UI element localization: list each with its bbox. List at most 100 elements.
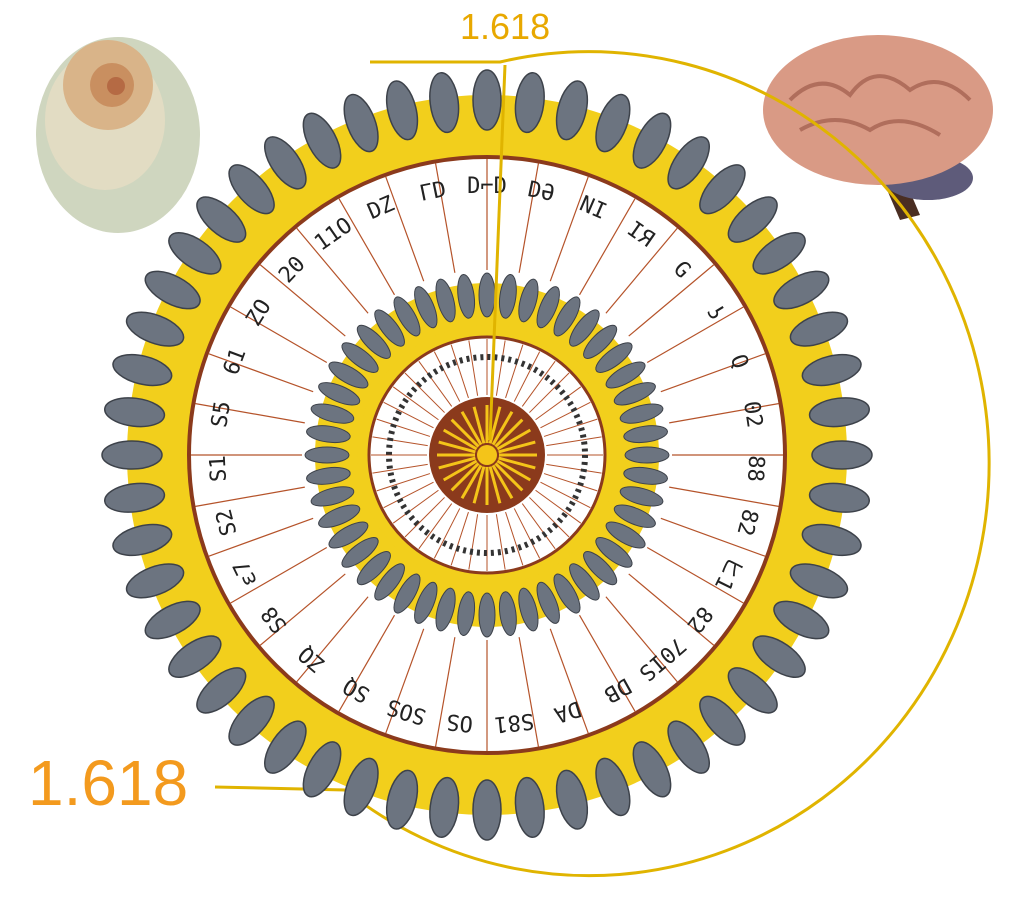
inner-spoke <box>383 481 434 509</box>
sun-ray <box>491 464 514 500</box>
sun-ray <box>488 466 502 504</box>
spoke <box>338 198 396 296</box>
inner-spoke <box>468 340 479 396</box>
inner-tooth <box>328 521 369 549</box>
ring-label: 88 <box>742 455 768 483</box>
outer-tooth <box>125 311 185 347</box>
sun-ray <box>498 456 536 470</box>
spoke <box>660 353 766 393</box>
outer-tooth <box>667 136 710 190</box>
spoke <box>385 176 425 282</box>
outer-tooth <box>699 164 746 215</box>
outer-tooth <box>429 776 460 838</box>
spoke <box>605 227 678 314</box>
outer-tooth <box>555 80 589 141</box>
inner-tooth <box>306 466 351 485</box>
inner-spoke <box>529 497 570 538</box>
spoke <box>435 637 456 747</box>
outer-tooth <box>228 695 275 746</box>
inner-spoke <box>404 497 445 538</box>
outer-tooth <box>773 270 830 310</box>
inner-tooth <box>304 446 350 464</box>
sun-ray <box>460 464 483 500</box>
inner-tooth <box>619 403 664 424</box>
inner-tooth <box>613 504 656 528</box>
inner-tooth <box>356 324 391 359</box>
sun-ray <box>460 410 483 446</box>
spoke <box>195 403 305 424</box>
inner-tooth <box>583 551 618 586</box>
outer-tooth <box>789 311 849 347</box>
outer-tooth <box>385 769 419 830</box>
inner-tooth <box>414 286 438 329</box>
spoke <box>259 264 346 337</box>
sun-ray <box>491 410 514 446</box>
outer-tooth <box>555 769 589 830</box>
spoke <box>549 628 589 734</box>
inner-spoke <box>529 372 570 413</box>
outer-tooth <box>343 93 379 153</box>
outer-tooth <box>752 232 806 275</box>
outer-tooth <box>104 482 166 513</box>
inner-spoke <box>540 401 591 429</box>
ring-label: S1 <box>206 455 232 483</box>
inner-tooth <box>328 361 369 389</box>
outer-tooth <box>302 741 342 798</box>
outer-tooth <box>343 757 379 817</box>
inner-spoke <box>495 340 506 396</box>
inner-tooth <box>553 296 581 337</box>
outer-tooth <box>808 397 870 428</box>
outer-tooth <box>264 136 307 190</box>
spoke <box>208 353 314 393</box>
outer-tooth <box>811 440 873 470</box>
inner-tooth <box>623 466 668 485</box>
inner-tooth <box>613 382 656 406</box>
spoke <box>628 573 715 646</box>
spoke <box>230 306 328 364</box>
inner-spoke <box>513 351 541 402</box>
inner-spoke <box>505 511 524 566</box>
brain-icon <box>763 35 993 220</box>
spoke <box>385 628 425 734</box>
inner-spoke <box>543 473 598 492</box>
sun-ray <box>438 456 476 470</box>
outer-tooth <box>472 779 502 841</box>
spoke <box>208 517 314 557</box>
outer-tooth <box>773 600 830 640</box>
inner-tick-ring <box>386 354 588 556</box>
inner-spoke <box>513 508 541 559</box>
inner-tooth <box>457 591 476 636</box>
outer-tooth <box>699 695 746 746</box>
inner-tooth <box>623 425 668 444</box>
sun-ray <box>472 406 486 444</box>
outer-tooth <box>112 523 173 557</box>
golden-vertical-line <box>488 64 507 441</box>
sun-ray <box>488 406 502 444</box>
spoke <box>435 163 456 273</box>
inner-tooth <box>457 274 476 319</box>
inner-tooth <box>605 361 646 389</box>
inner-tooth <box>498 591 517 636</box>
spoke <box>669 403 779 424</box>
outer-tooth <box>632 741 672 798</box>
inner-spoke <box>450 511 469 566</box>
outer-tooth <box>801 523 862 557</box>
outer-tooth <box>196 667 247 714</box>
outer-tooth <box>101 440 163 470</box>
spoke <box>646 546 744 604</box>
inner-tooth <box>553 573 581 614</box>
spoke <box>628 264 715 337</box>
inner-spoke <box>546 436 602 447</box>
inner-spoke <box>546 463 602 474</box>
inner-spoke <box>540 481 591 509</box>
spoke <box>195 486 305 507</box>
inner-tooth <box>341 537 379 568</box>
outer-tooth <box>302 112 342 169</box>
ring-label: S5 <box>207 399 236 429</box>
outer-tooth <box>112 353 173 387</box>
inner-tooth <box>583 324 618 359</box>
inner-tooth <box>435 587 456 632</box>
outer-tooth <box>228 164 275 215</box>
spoke <box>646 306 744 364</box>
